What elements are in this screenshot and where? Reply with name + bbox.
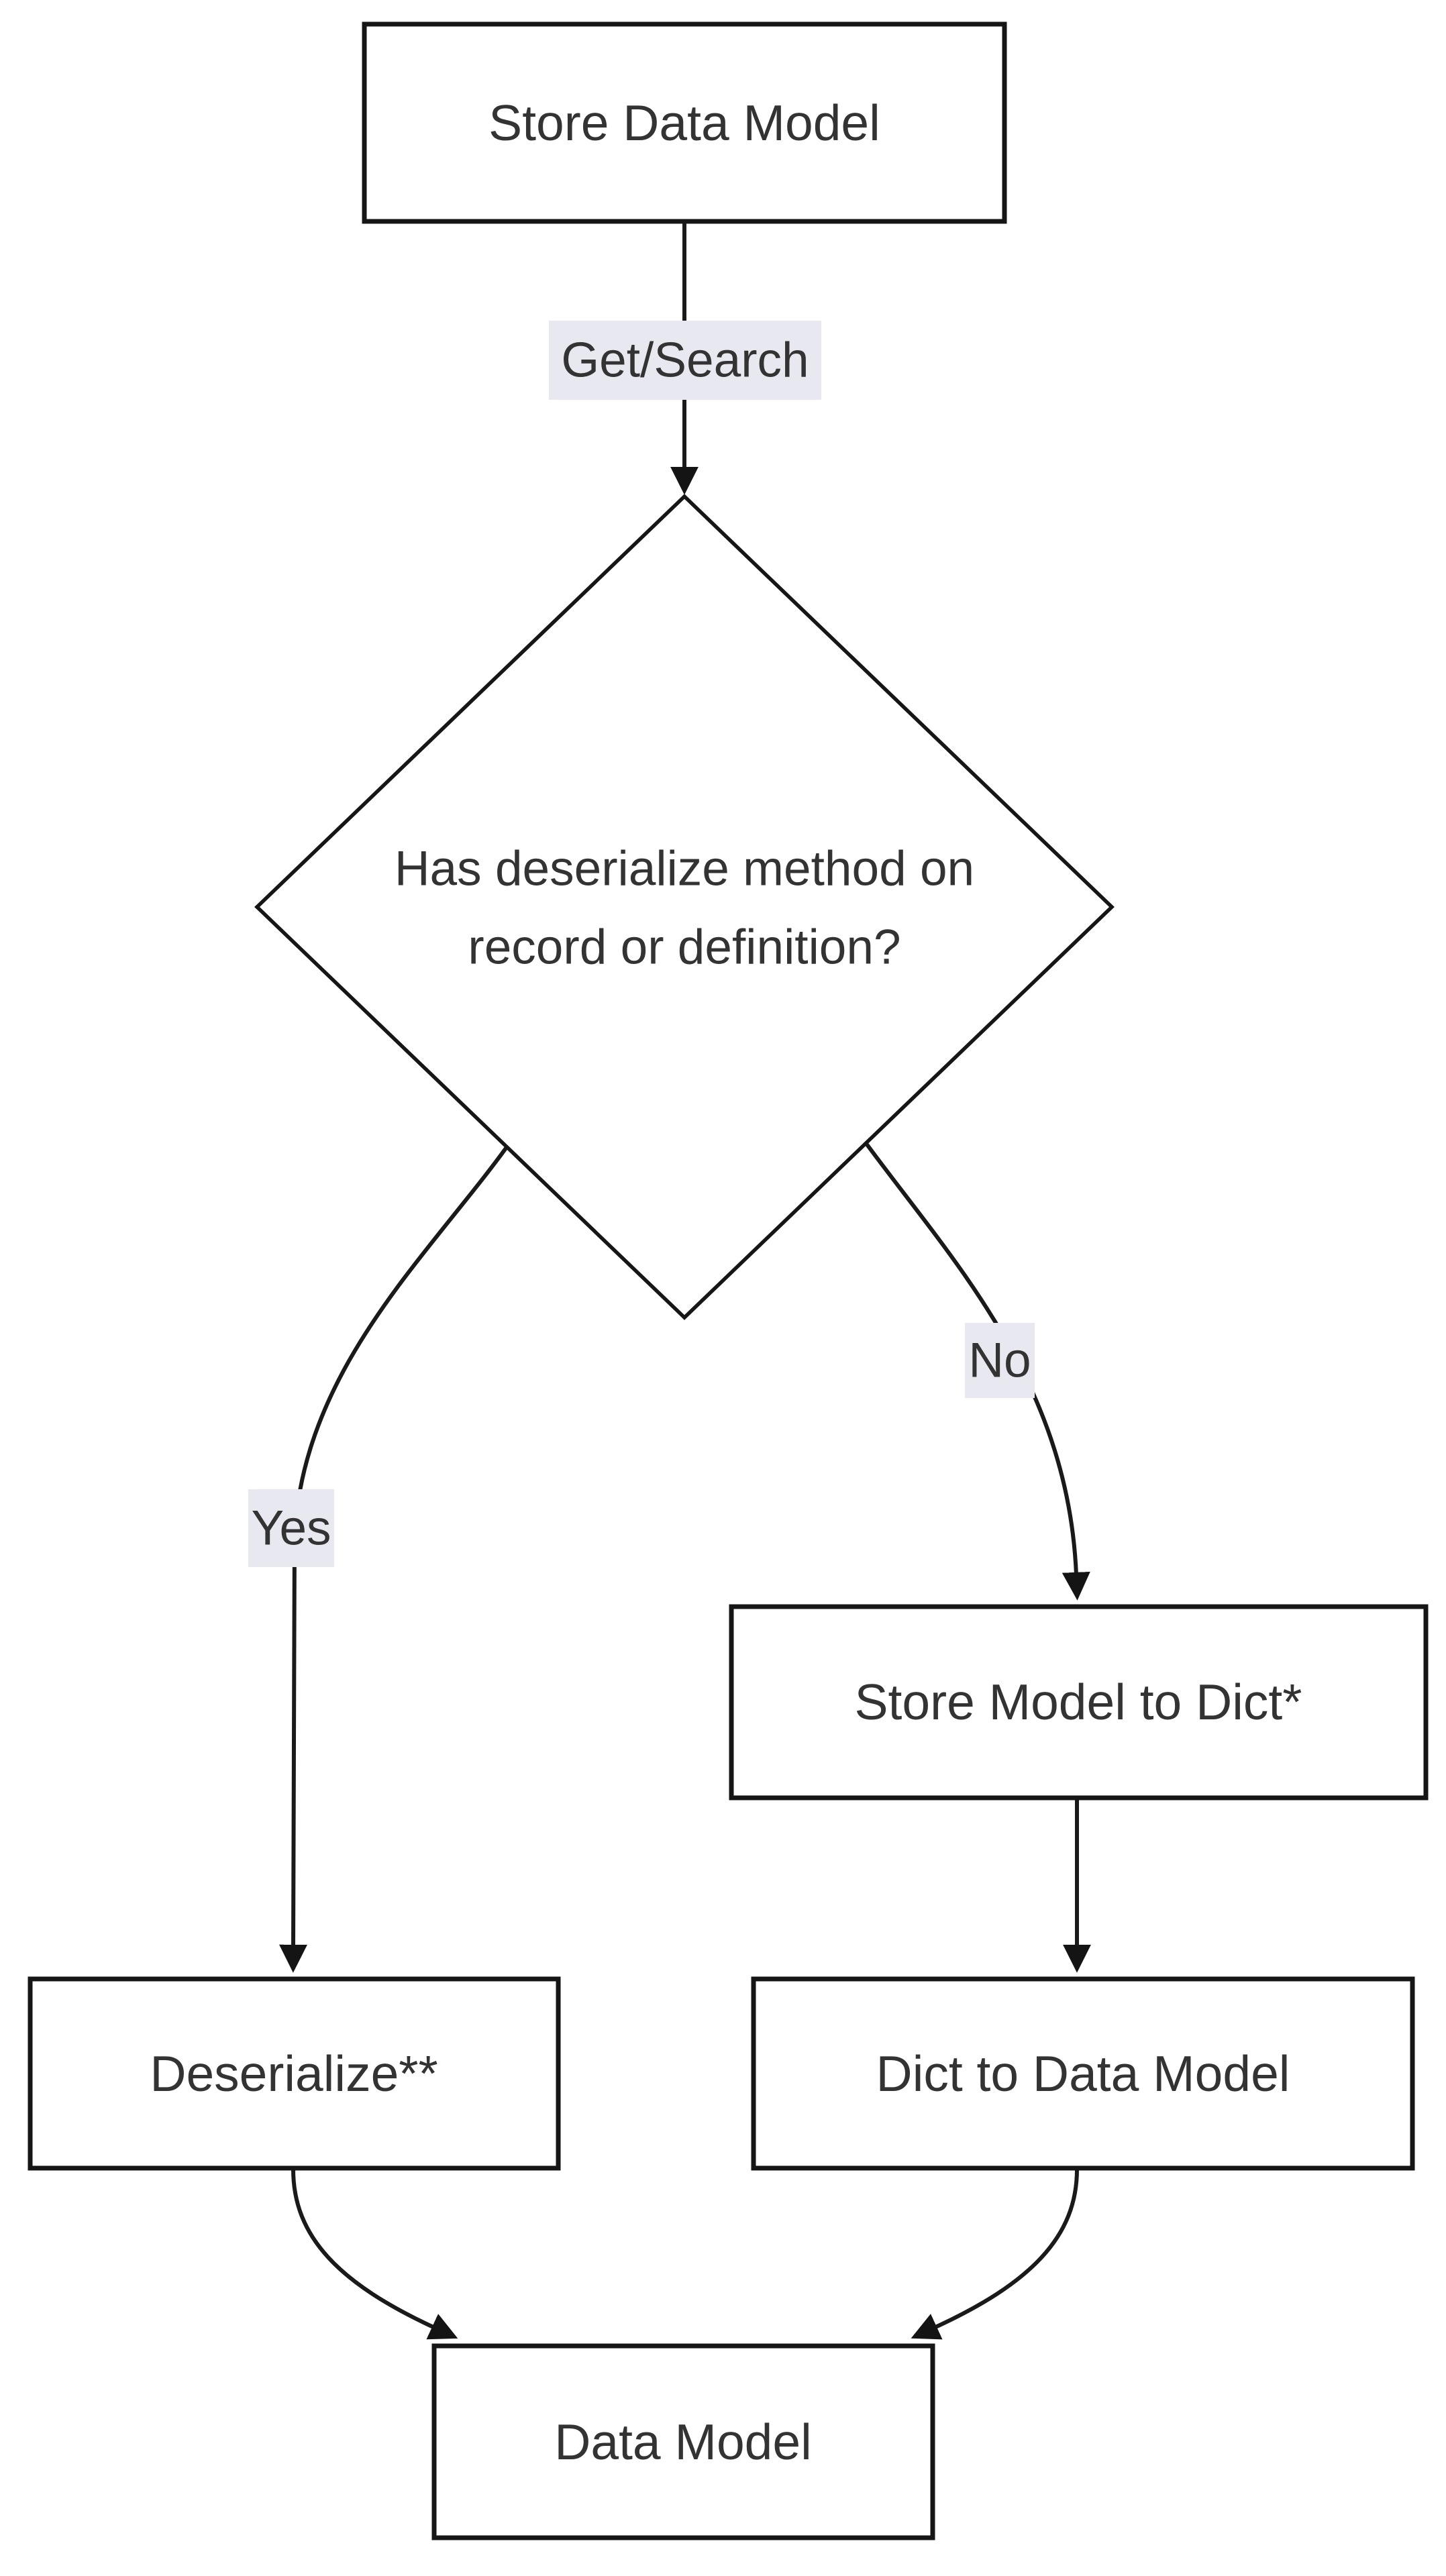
edge-label-no-bg (965, 1323, 1035, 1398)
node-store-data-model-box (362, 21, 1007, 224)
node-deserialize: Deserialize** (28, 1976, 561, 2171)
edge-deserialize-to-data-model (291, 2169, 458, 2340)
node-dict-to-data-model-box (751, 1976, 1415, 2171)
edge-decision-yes-to-deserialize (279, 1143, 511, 1973)
node-decision-label-line1: Has deserialize method on (395, 842, 974, 896)
node-store-data-model: Store Data Model (362, 21, 1007, 224)
edge-label-no: No (965, 1323, 1035, 1398)
node-dict-to-data-model-label: Dict to Data Model (876, 2045, 1290, 2102)
node-decision-has-deserialize: Has deserialize method on record or defi… (254, 494, 1115, 1320)
edge-label-get-search: Get/Search (549, 321, 821, 400)
edge-label-yes: Yes (248, 1489, 334, 1567)
node-decision-diamond (254, 494, 1115, 1320)
node-data-model-label: Data Model (554, 2414, 812, 2470)
node-store-model-to-dict-box (729, 1604, 1429, 1801)
node-store-model-to-dict-label: Store Model to Dict* (855, 1674, 1302, 1730)
node-data-model-box (431, 2343, 935, 2540)
edge-dict-to-data-model-to-data-model (911, 2169, 1079, 2340)
edge-label-yes-text: Yes (251, 1501, 331, 1556)
edge-label-get-search-text: Get/Search (561, 333, 809, 388)
edge-label-no-text: No (968, 1334, 1031, 1388)
edge-label-yes-bg (248, 1489, 334, 1567)
node-data-model: Data Model (431, 2343, 935, 2540)
node-deserialize-label: Deserialize** (150, 2045, 437, 2102)
edge-label-get-search-bg (549, 321, 821, 400)
node-deserialize-box (28, 1976, 561, 2171)
node-store-model-to-dict: Store Model to Dict* (729, 1604, 1429, 1801)
node-dict-to-data-model: Dict to Data Model (751, 1976, 1415, 2171)
node-decision-label-line2: record or definition? (468, 920, 900, 975)
node-store-data-model-label: Store Data Model (488, 95, 880, 151)
